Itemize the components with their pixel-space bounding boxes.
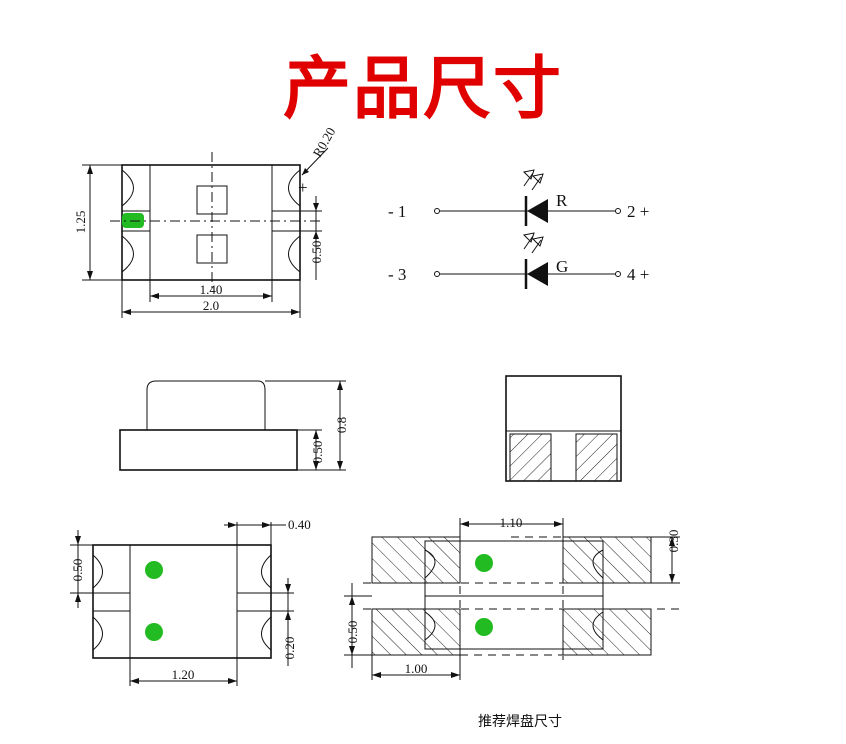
end-view (505, 375, 622, 482)
castellation-right-top (288, 169, 301, 207)
end-pad-left (509, 433, 552, 482)
dim-pad-length: 1.00 (405, 661, 428, 676)
schematic: - 1 2 + - 3 4 + R G (388, 169, 649, 289)
dim-pad-height: 0.50 (70, 559, 85, 582)
dim-pitch: 0.50 (345, 621, 360, 644)
footprint-dot-top (475, 554, 493, 572)
led-green-symbol (527, 262, 548, 286)
led-green-label: G (556, 257, 568, 276)
pad-top-right (562, 536, 652, 584)
end-pad-right (575, 433, 618, 482)
pad-bottom-left (371, 608, 461, 656)
pad-bottom-right (562, 608, 652, 656)
dim-height: 1.25 (73, 211, 88, 234)
dim-total-width: 2.0 (203, 298, 219, 313)
dim-base-height: 0.50 (310, 441, 325, 464)
top-view: 1.25 0.50 R0.20 + 1.40 2.0 (73, 125, 338, 318)
pin-3: - 3 (388, 265, 406, 284)
plus-sign: + (298, 178, 308, 197)
pin-2: 2 + (627, 202, 649, 221)
dim-width: 1.20 (172, 667, 195, 682)
pin-4: 4 + (627, 265, 649, 284)
dim-pad-height: 0.30 (666, 530, 681, 553)
castellation-right-bottom (288, 235, 301, 273)
dim-gap: 0.20 (282, 637, 297, 660)
bottom-dot-top (145, 561, 163, 579)
dim-span: 1.10 (500, 515, 523, 530)
led-red-label: R (556, 191, 568, 210)
page-title: 产品尺寸 (282, 50, 563, 129)
dim-pad-gap: 0.50 (309, 241, 324, 264)
side-base (119, 429, 298, 471)
led-red-symbol (527, 199, 548, 223)
side-view: 0.50 0.8 (119, 380, 349, 471)
dim-total-height: 0.8 (334, 417, 349, 433)
side-lens (146, 380, 266, 430)
bottom-body (92, 544, 272, 659)
castellation-left-top (121, 169, 134, 207)
dim-pad-width: 0.40 (288, 517, 311, 532)
dim-inner-width: 1.40 (200, 282, 223, 297)
footprint-caption: 推荐焊盘尺寸 (478, 713, 562, 730)
footprint-dot-bottom (475, 618, 493, 636)
dim-radius: R0.20 (310, 125, 339, 160)
footprint: 1.10 0.30 0.50 1.00 推荐焊盘尺寸 (344, 515, 681, 730)
end-body (505, 375, 622, 482)
castellation-left-bottom (121, 235, 134, 273)
pin-1: - 1 (388, 202, 406, 221)
bottom-view: 0.50 0.40 0.20 1.20 (70, 517, 311, 686)
pad-top-left (371, 536, 461, 584)
bottom-dot-bottom (145, 623, 163, 641)
